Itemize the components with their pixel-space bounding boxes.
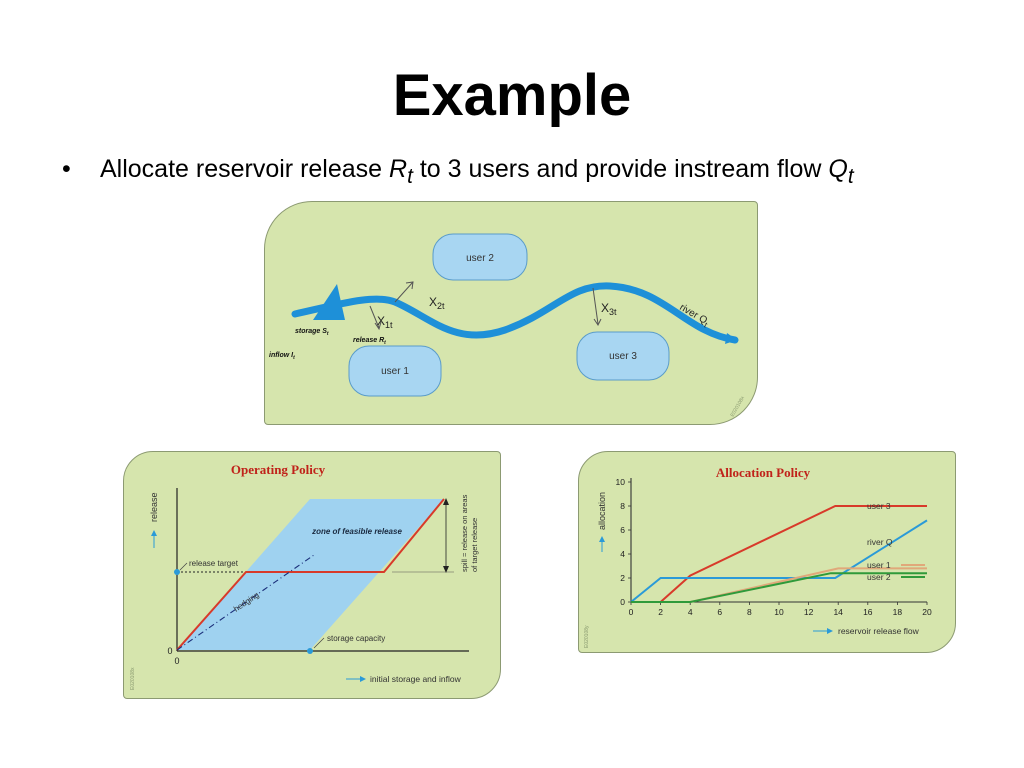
al-legend-label-user-1: user 1 (867, 560, 891, 570)
al-legend-label-user-2: user 2 (867, 572, 891, 582)
reservoir-schematic-panel: user 2 user 1 user 3 X1t X2t X3t river Q… (264, 201, 758, 425)
reservoir-schematic: user 2 user 1 user 3 X1t X2t X3t river Q… (269, 233, 747, 418)
op-xlabel: initial storage and inflow (370, 674, 462, 684)
op-zone-label: zone of feasible release (311, 527, 402, 536)
al-series-line-river-q (630, 519, 928, 603)
op-ylabel: release (149, 492, 159, 522)
release-label: release Rt (353, 337, 386, 346)
al-y-tick-label: 8 (620, 501, 625, 511)
op-capacity-marker (307, 648, 313, 654)
river-line (291, 282, 739, 344)
bullet-dot: • (62, 155, 71, 183)
al-x-tick-label: 10 (774, 607, 784, 617)
x3-arrow-head-icon (593, 318, 602, 326)
al-x-tick-label: 18 (893, 607, 903, 617)
operating-policy-panel: Operating Policy zone of feasible releas… (123, 451, 501, 699)
al-legend: user 3 river Q user 1 user 2 (867, 501, 925, 582)
op-spill-arrow-bottom-icon (443, 566, 449, 573)
user-2-label: user 2 (466, 253, 494, 264)
al-xlabel: reservoir release flow (838, 626, 920, 636)
al-ylabel-arrow-icon (599, 536, 605, 552)
r-subscript: t (407, 165, 413, 188)
storage-label: storage St (295, 328, 329, 337)
x3-label: X3t (601, 301, 617, 317)
al-y-tick-label: 0 (620, 597, 625, 607)
al-y-tick-label: 2 (620, 573, 625, 583)
reservoir-triangle-icon (313, 284, 345, 320)
al-x-tick-label: 20 (922, 607, 932, 617)
x2-arrow (394, 281, 414, 303)
al-x-tick-label: 0 (629, 607, 634, 617)
al-y-tick-label: 6 (620, 525, 625, 535)
op-capacity-leader (313, 637, 325, 649)
al-y-tick-label: 10 (616, 477, 626, 487)
inflow-label: inflow It (269, 352, 295, 361)
op-xlabel-arrow-icon (346, 676, 366, 682)
user-2-box (432, 233, 528, 281)
al-credit: E020108y (584, 625, 590, 648)
slide-title: Example (392, 63, 632, 128)
bullet-text-before: Allocate reservoir release (100, 155, 390, 183)
x2-arrow-head-icon (405, 281, 414, 290)
op-target-marker (174, 569, 180, 575)
op-release-target-label: release target (189, 559, 239, 568)
allocation-policy-panel: Allocation Policy 0 2 4 6 8 10 12 14 16 18 20 0 2 4 6 8… (578, 451, 956, 653)
r-symbol: R (389, 155, 408, 183)
al-y-tick-label: 4 (620, 549, 625, 559)
q-subscript: t (847, 165, 854, 188)
op-spill-arrow-top-icon (443, 498, 449, 505)
user-1-box (348, 345, 442, 397)
x3-arrow (592, 287, 599, 325)
op-target-leader (179, 562, 188, 571)
al-x-tick-label: 2 (658, 607, 663, 617)
al-legend-label-river-q: river Q (867, 537, 893, 547)
river-arrow-icon (725, 333, 737, 344)
al-axes: 0 2 4 6 8 10 12 14 16 18 20 0 2 4 6 8 10 (616, 477, 932, 617)
x2-label: X2t (429, 295, 445, 311)
x1-arrow-head-icon (374, 321, 382, 331)
op-credit: E020108x (130, 667, 136, 690)
al-legend-label-user-3: user 3 (867, 501, 891, 511)
op-hedging-line (176, 554, 315, 651)
op-y-tick-0: 0 (167, 646, 172, 656)
op-spill-label-2: of target release (470, 518, 479, 572)
al-x-tick-label: 16 (863, 607, 873, 617)
al-series-line-user-3 (631, 505, 927, 603)
op-title: Operating Policy (231, 462, 326, 477)
al-ylabel: allocation (597, 492, 607, 530)
q-symbol: Q (828, 155, 848, 183)
al-title: Allocation Policy (716, 465, 811, 480)
bullet-item: • Allocate reservoir release Rt to 3 user… (62, 155, 854, 189)
al-x-tick-label: 12 (804, 607, 814, 617)
op-spill-label-1: spill = release on areas (460, 494, 469, 572)
user-3-label: user 3 (609, 351, 637, 362)
al-x-tick-label: 4 (688, 607, 693, 617)
al-x-tick-label: 6 (717, 607, 722, 617)
al-series (630, 505, 928, 603)
allocation-policy-chart: Allocation Policy 0 2 4 6 8 10 12 14 16 18 20 0 2 4 6 8… (584, 465, 932, 648)
x1-label: X1t (377, 314, 393, 330)
al-x-tick-label: 8 (747, 607, 752, 617)
bullet-text-middle: to 3 users and provide instream flow (412, 155, 829, 183)
x1-arrow (369, 305, 380, 329)
al-series-line-user-2 (631, 572, 927, 603)
al-xlabel-arrow-icon (813, 628, 833, 634)
op-feasible-zone (177, 499, 444, 650)
user-3-box (576, 331, 670, 381)
user-1-label: user 1 (381, 366, 409, 377)
op-policy-line (176, 498, 445, 651)
schematic-credit: E020108x (730, 395, 747, 418)
operating-policy-chart: Operating Policy zone of feasible releas… (130, 462, 479, 690)
op-x-tick-0: 0 (174, 656, 179, 666)
al-x-tick-label: 14 (833, 607, 843, 617)
op-storage-capacity-label: storage capacity (327, 634, 385, 643)
op-ylabel-arrow-icon (151, 530, 157, 548)
